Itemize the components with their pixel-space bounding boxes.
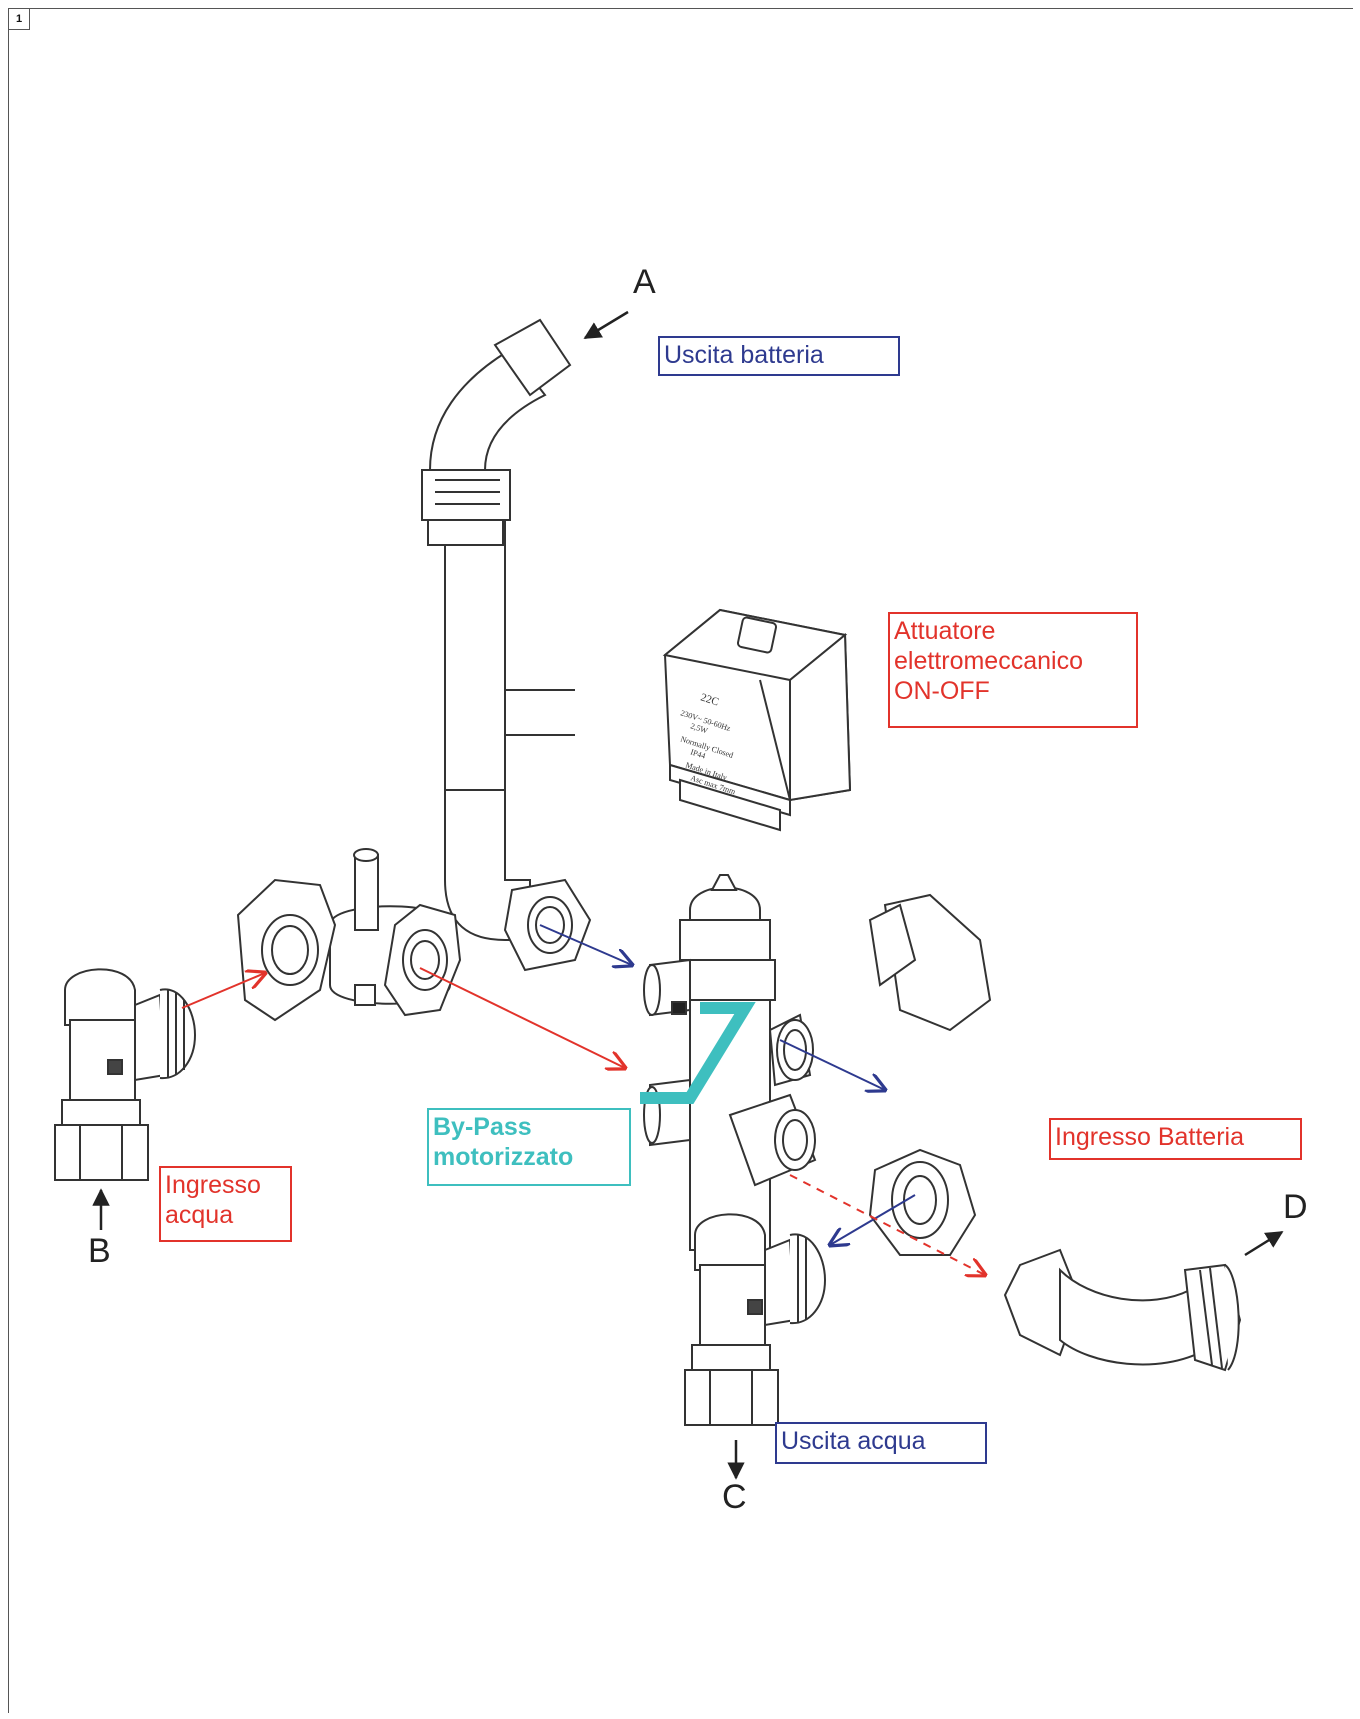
label-attuatore-line1: Attuatore (894, 617, 996, 645)
port-letter-c: C (722, 1478, 747, 1516)
label-bypass: By-Pass motorizzato (427, 1108, 631, 1186)
label-ingresso-batteria-text: Ingresso Batteria (1055, 1123, 1244, 1151)
page-number: 1 (8, 8, 30, 30)
flow-arrow-red-2 (419, 967, 625, 1068)
pointer-arrow-d (1244, 1230, 1284, 1257)
lower-pipe-d (1003, 1248, 1242, 1372)
label-ingresso-batteria: Ingresso Batteria (1049, 1118, 1302, 1160)
actuator-ip: IP44 (689, 747, 706, 760)
label-uscita-acqua: Uscita acqua (775, 1422, 987, 1464)
left-tee-fitting (236, 848, 462, 1022)
label-uscita-batteria-text: Uscita batteria (664, 341, 824, 369)
actuator-model: 22C (699, 691, 720, 708)
left-ball-valve-b (54, 968, 197, 1181)
port-letter-a: A (633, 263, 656, 301)
label-ingresso-acqua-line1: Ingresso (165, 1171, 261, 1199)
label-attuatore-line3: ON-OFF (894, 677, 990, 705)
upper-pipe-a (421, 318, 592, 972)
flow-arrow-blue-2 (779, 1039, 885, 1090)
label-uscita-batteria: Uscita batteria (658, 336, 900, 376)
lower-ball-valve-c (684, 1213, 827, 1426)
flow-arrow-blue-3 (830, 1194, 916, 1245)
port-letter-b: B (88, 1232, 111, 1270)
label-uscita-acqua-text: Uscita acqua (781, 1427, 926, 1455)
right-elbow-fitting (868, 893, 992, 1256)
label-attuatore: Attuatore elettromeccanico ON-OFF (888, 612, 1138, 728)
central-valve-body (643, 874, 817, 1251)
actuator: 22C 230V~ 50-60Hz 2,5W Normally Closed I… (662, 608, 852, 832)
label-ingresso-acqua-line2: acqua (165, 1201, 234, 1229)
bypass-symbol (640, 1002, 756, 1104)
label-attuatore-line2: elettromeccanico (894, 647, 1083, 675)
flow-arrow-red-1 (181, 973, 265, 1009)
flow-arrow-red-dashed (789, 1174, 985, 1275)
label-bypass-line2: motorizzato (433, 1143, 574, 1171)
label-ingresso-acqua: Ingresso acqua (159, 1166, 292, 1242)
flow-arrow-blue-1 (539, 924, 632, 965)
label-bypass-line1: By-Pass (433, 1113, 532, 1141)
page-frame (8, 8, 1353, 1713)
port-letter-d: D (1283, 1188, 1308, 1226)
pointer-arrow-a (583, 310, 629, 340)
